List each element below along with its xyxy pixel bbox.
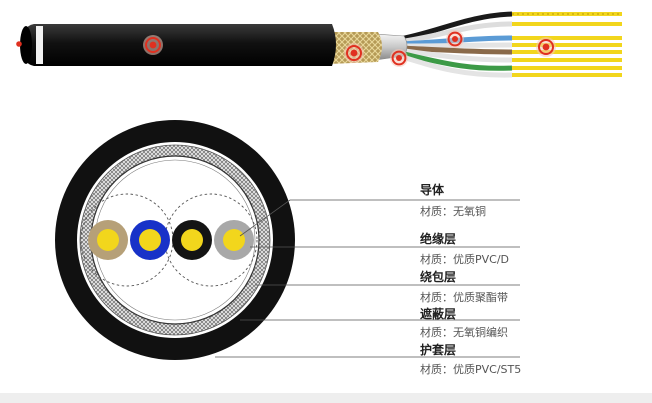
- conductor-black: [172, 220, 212, 260]
- leader-line-conductor: [239, 199, 520, 237]
- side-wire-white-2: [399, 42, 622, 49]
- layer-material-jacket: 材质：优质PVC/ST5: [420, 363, 522, 376]
- layer-title-wrap: 绕包层: [420, 270, 457, 284]
- layer-title-shield: 遮蔽层: [420, 307, 457, 321]
- layer-material-wrap: 材质：优质聚酯带: [420, 291, 508, 304]
- side-wire-white-3: [397, 47, 622, 63]
- layer-title-jacket: 护套层: [420, 343, 457, 357]
- conductor-tan: [88, 220, 128, 260]
- pair-outline-right: [164, 193, 258, 287]
- conductor-grey: [214, 220, 254, 260]
- red-target-marker-icon: [390, 49, 408, 67]
- red-target-marker-icon: [344, 43, 364, 63]
- red-target-marker-icon: [536, 37, 556, 57]
- red-dot-icon: [16, 41, 22, 47]
- conductor-blue: [130, 220, 170, 260]
- side-wire-green: [394, 49, 622, 71]
- side-wire-brown: [399, 45, 622, 55]
- leader-lines: [215, 199, 520, 358]
- bottom-band: [0, 393, 652, 403]
- layer-material-insulation: 材质：优质PVC/D: [420, 253, 510, 266]
- side-wire-black-1: [394, 11, 622, 43]
- cable-cross-section: [55, 120, 295, 360]
- layer-title-insulation: 绝缘层: [420, 232, 457, 246]
- layer-material-shield: 材质：无氧铜编织: [420, 326, 508, 339]
- layer-title-conductor: 导体: [420, 183, 445, 197]
- cable-side-view: [16, 11, 622, 78]
- layer-material-conductor: 材质：无氧铜: [420, 205, 486, 218]
- red-target-marker-icon: [446, 30, 464, 48]
- side-jacket-stripe: [36, 26, 43, 64]
- red-target-marker-icon: [143, 35, 163, 55]
- side-jacket: [22, 24, 336, 66]
- side-jacket-end: [20, 26, 32, 64]
